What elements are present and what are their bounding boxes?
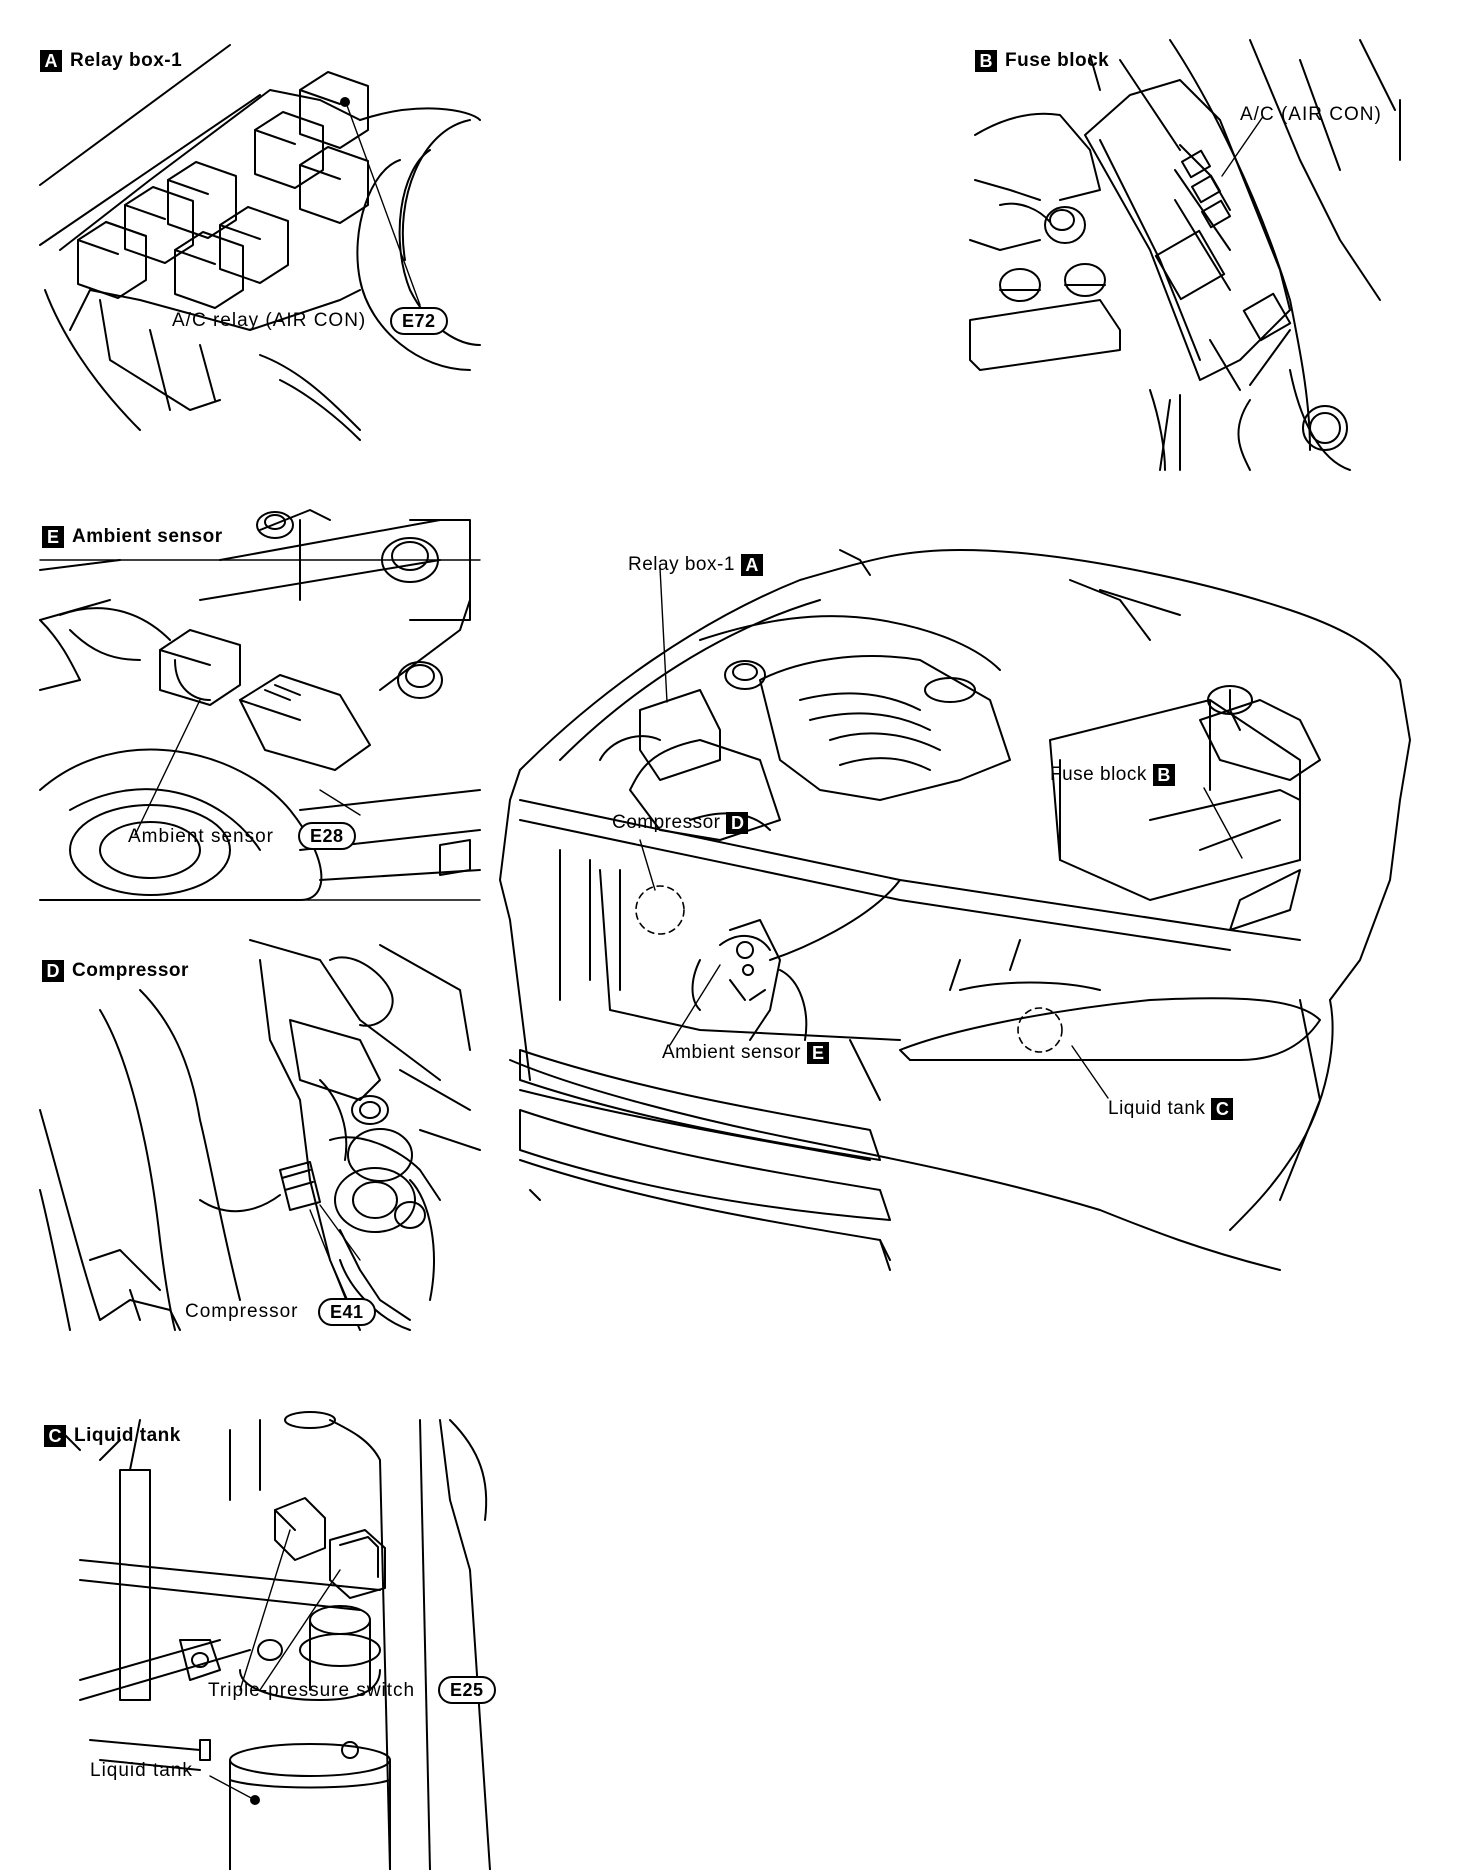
engine-bay-overview-illustration bbox=[499, 549, 1411, 1271]
overview-relay-box-text: Relay box-1 bbox=[628, 554, 735, 575]
overview-fuse-block-key: B bbox=[1152, 764, 1175, 786]
ac-fuse-label: A/C (AIR CON) bbox=[1240, 104, 1382, 125]
compressor-panel-key: D bbox=[42, 960, 64, 982]
compressor-label: Compressor bbox=[185, 1301, 299, 1322]
compressor-illustration bbox=[39, 939, 481, 1331]
compressor-connector: E41 bbox=[318, 1298, 376, 1326]
overview-compressor-label: Compressor D bbox=[612, 812, 749, 834]
compressor-panel-title: D Compressor bbox=[42, 960, 189, 982]
overview-liquid-tank-text: Liquid tank bbox=[1108, 1098, 1206, 1119]
fuse-block-panel-title: B Fuse block bbox=[975, 50, 1109, 72]
overview-ambient-sensor-text: Ambient sensor bbox=[662, 1042, 802, 1063]
ac-relay-connector: E72 bbox=[390, 307, 448, 335]
fuse-block-illustration bbox=[969, 39, 1401, 471]
overview-fuse-block-label: Fuse block B bbox=[1050, 764, 1175, 786]
liquid-tank-panel-title-text: Liquid tank bbox=[74, 1425, 181, 1446]
ambient-sensor-illustration bbox=[39, 509, 481, 901]
liquid-tank-label: Liquid tank bbox=[90, 1760, 193, 1781]
overview-compressor-key: D bbox=[726, 812, 749, 834]
overview-fuse-block-text: Fuse block bbox=[1050, 764, 1147, 785]
ambient-sensor-panel-key: E bbox=[42, 526, 64, 548]
overview-liquid-tank-label: Liquid tank C bbox=[1108, 1098, 1234, 1120]
liquid-tank-panel-key: C bbox=[44, 1425, 66, 1447]
liquid-tank-panel-title: C Liquid tank bbox=[44, 1425, 181, 1447]
compressor-panel-title-text: Compressor bbox=[72, 960, 189, 981]
liquid-tank-illustration bbox=[59, 1411, 491, 1870]
overview-relay-box-label: Relay box-1 A bbox=[628, 554, 763, 576]
relay-box-panel-title-text: Relay box-1 bbox=[70, 50, 183, 71]
overview-compressor-text: Compressor bbox=[612, 812, 721, 833]
ambient-sensor-label: Ambient sensor bbox=[128, 826, 275, 847]
ambient-sensor-connector: E28 bbox=[298, 822, 356, 850]
fuse-block-panel-key: B bbox=[975, 50, 997, 72]
overview-ambient-sensor-key: E bbox=[807, 1042, 830, 1064]
relay-box-panel-title: A Relay box-1 bbox=[40, 50, 182, 72]
overview-relay-box-key: A bbox=[740, 554, 763, 576]
ambient-sensor-panel-title-text: Ambient sensor bbox=[72, 526, 223, 547]
relay-box-illustration bbox=[39, 44, 481, 441]
fuse-block-panel-title-text: Fuse block bbox=[1005, 50, 1110, 71]
ambient-sensor-panel-title: E Ambient sensor bbox=[42, 526, 223, 548]
overview-liquid-tank-key: C bbox=[1211, 1098, 1234, 1120]
relay-box-panel-key: A bbox=[40, 50, 62, 72]
triple-pressure-switch-label: Triple-pressure switch bbox=[208, 1680, 416, 1701]
triple-pressure-switch-connector: E25 bbox=[438, 1676, 496, 1704]
overview-ambient-sensor-label: Ambient sensor E bbox=[662, 1042, 830, 1064]
ac-relay-label: A/C relay (AIR CON) bbox=[172, 310, 367, 331]
